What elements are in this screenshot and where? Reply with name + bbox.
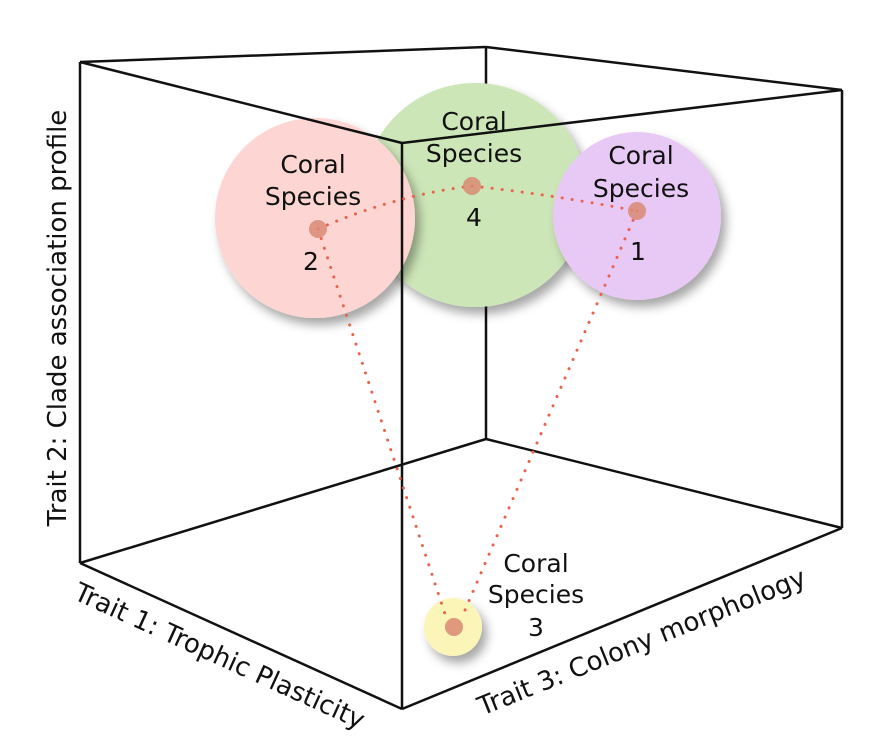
centroid-species-1 (628, 202, 646, 220)
species-1-label-line1: Coral (608, 141, 673, 170)
species-4-label-line1: Coral (441, 107, 506, 136)
connectors (316, 184, 639, 619)
bubble-species-4 (363, 83, 587, 307)
bubble-species-2 (215, 118, 415, 318)
species-3-label-line2: Species (488, 580, 584, 609)
top-right-back-edge (485, 45, 843, 92)
species-1-label-line2: Species (593, 174, 689, 203)
species-4-label-line2: Species (426, 139, 522, 168)
axis-label-trait-1: Trait 1: Trophic Plasticity (69, 577, 370, 736)
centroids (309, 177, 646, 636)
top-left-front-edge (79, 60, 403, 145)
species-1-number: 1 (630, 237, 646, 266)
back-bottom-left-edge (79, 437, 487, 565)
axis-label-trait-2: Trait 2: Clade association profile (43, 110, 73, 528)
top-back-edge (79, 45, 487, 64)
top-right-front-edge (401, 88, 843, 145)
species-3-number: 3 (528, 613, 544, 642)
back-bottom-right-edge (485, 437, 843, 530)
species-3-label-line1: Coral (503, 549, 568, 578)
connector-2-4 (316, 184, 474, 231)
species-labels: Coral Species 2 Coral Species 4 Coral Sp… (265, 107, 689, 642)
bottom-right-front-edge (401, 526, 843, 711)
species-2-label-line2: Species (265, 182, 361, 211)
species-2-label-line1: Coral (280, 150, 345, 179)
species-2-number: 2 (303, 247, 319, 276)
species-4-number: 4 (466, 203, 482, 232)
connector-4-1 (470, 184, 639, 213)
centroid-species-3 (445, 618, 463, 636)
cube-front-edges (78, 45, 844, 711)
centroid-species-4 (463, 177, 481, 195)
centroid-species-2 (309, 220, 327, 238)
connector-1-3 (460, 209, 639, 619)
bottom-left-front-edge (79, 561, 403, 711)
